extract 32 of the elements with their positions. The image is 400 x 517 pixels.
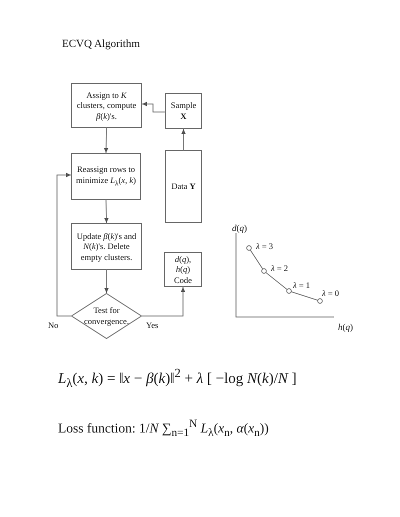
point-label: λ = 0 [322, 288, 339, 298]
axis-label: h(q) [338, 322, 353, 332]
arrow [181, 128, 186, 150]
node-text: Data Y [171, 181, 196, 192]
process-box [165, 150, 202, 223]
point-label: λ = 1 [293, 280, 310, 290]
arrow [142, 102, 166, 112]
node-text: d(q), h(q) Code [173, 254, 193, 286]
equation: Loss function: 1/N ∑$_{n=1}$$^{N}$ L$_{λ}$(x$_{n}$, α(x$_{n}$)) [58, 418, 269, 440]
axis-label: d(q) [232, 223, 247, 233]
arrow [104, 128, 108, 154]
arrow [56, 172, 72, 316]
arrow [142, 286, 186, 316]
process-box [71, 223, 142, 270]
edge-label: No [48, 320, 58, 330]
arrow [104, 200, 109, 224]
node-text: Reassign rows to minimize L$_{λ}$(x, k) [75, 164, 137, 189]
node-text: Sample X [170, 100, 198, 122]
node-text: Assign to K clusters, compute β(k)'s. [76, 90, 138, 122]
node-text: Update β(k)'s and N(k)'s. Delete empty clusters. [76, 230, 138, 262]
edge-label: Yes [146, 320, 158, 330]
point-label: λ = 3 [256, 241, 273, 251]
title: ECVQ Algorithm [62, 38, 140, 50]
process-box [71, 153, 141, 200]
arrow [104, 270, 109, 294]
process-box [164, 252, 202, 287]
decision-diamond [71, 293, 142, 339]
process-box [165, 93, 202, 129]
equation: L$_{λ}$(x, k) = ‖x − β(k)‖$^{2}$ + λ [ −log N(k)/N ] [58, 366, 297, 391]
process-box [71, 83, 142, 128]
point-label: λ = 2 [271, 263, 288, 273]
node-text: Test for convergence. [83, 305, 130, 327]
